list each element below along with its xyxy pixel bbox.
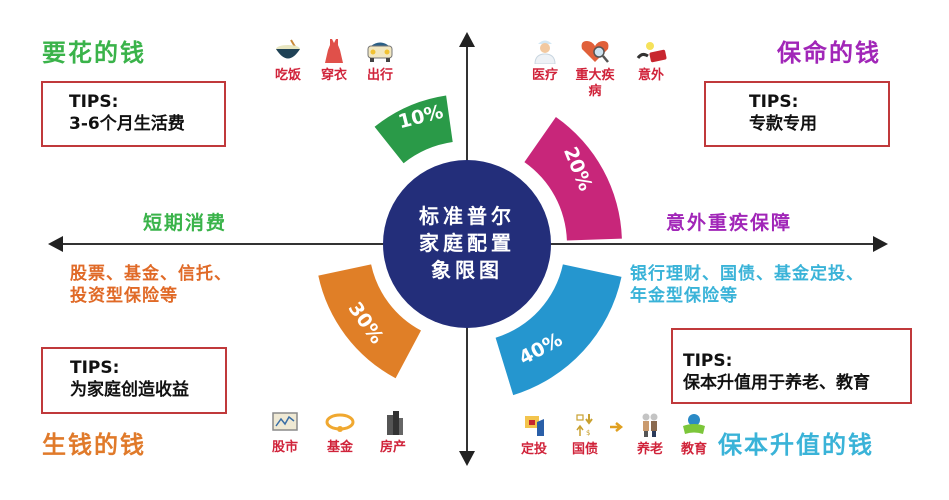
- icon-item-accident: 意外: [631, 38, 671, 84]
- segment-10-percent: [374, 95, 453, 164]
- description-growth: 股票、基金、信托、 投资型保险等: [70, 263, 232, 307]
- car-icon: [367, 42, 393, 62]
- fixed-investment-icon: [525, 416, 544, 436]
- center-title: 标准普尔 家庭配置 象限图: [383, 203, 551, 284]
- description-preservation: 银行理财、国债、基金定投、 年金型保险等: [630, 263, 864, 307]
- icon-item-clothing: 穿衣: [314, 38, 354, 84]
- icon-item-stock-market: 股市: [265, 410, 305, 456]
- tips-text: 为家庭创造收益: [70, 380, 189, 400]
- icon-item-real-estate: 房产: [373, 410, 413, 456]
- icon-item-fixed-investment: 定投: [514, 412, 554, 458]
- icon-item-fund: 基金: [320, 410, 360, 456]
- quadrant-title-spending: 要花的钱: [42, 39, 146, 67]
- elderly-couple-icon: [642, 413, 658, 437]
- tips-label: TIPS:: [69, 92, 119, 112]
- tips-text: 专款专用: [749, 114, 817, 134]
- stock-chart-icon: [272, 412, 298, 431]
- tips-box-growth: TIPS: 为家庭创造收益: [41, 347, 227, 414]
- fund-people-icon: [325, 413, 355, 432]
- description-line-1: 股票、基金、信托、: [70, 264, 232, 284]
- segment-30-percent: [318, 264, 421, 379]
- accident-icon: [636, 42, 667, 63]
- icon-item-retirement: 养老: [630, 412, 670, 458]
- arrow-right-icon: [873, 236, 888, 252]
- center-line-2: 家庭配置: [419, 231, 515, 255]
- education-icon: [683, 414, 705, 434]
- tips-label: TIPS:: [70, 358, 120, 378]
- building-icon: [387, 411, 403, 435]
- center-line-1: 标准普尔: [419, 204, 515, 228]
- treasury-bond-icon: $: [576, 414, 593, 437]
- doctor-icon: [534, 40, 556, 64]
- arrow-left-icon: [48, 236, 63, 252]
- segment-40-percent: [495, 264, 622, 396]
- description-line-1: 银行理财、国债、基金定投、: [630, 264, 864, 284]
- tips-label: TIPS:: [683, 351, 733, 371]
- tips-label: TIPS:: [749, 92, 799, 112]
- dress-icon: [325, 39, 343, 63]
- tips-text: 3-6个月生活费: [69, 114, 185, 134]
- arrow-down-icon: [459, 451, 475, 466]
- arrow-up-icon: [459, 32, 475, 47]
- description-line-2: 投资型保险等: [70, 286, 178, 306]
- icon-item-critical-illness: 重大疾病: [575, 38, 615, 100]
- heart-magnifier-icon: [581, 41, 609, 63]
- icon-item-eating: 吃饭: [268, 38, 308, 84]
- bowl-icon: [276, 39, 300, 59]
- svg-text:$: $: [586, 429, 590, 437]
- axis-label-protection: 意外重疾保障: [666, 212, 793, 234]
- icon-item-transport: 出行: [360, 38, 400, 84]
- icon-item-treasury-bond: $ 国债: [565, 412, 605, 458]
- tips-box-preservation: TIPS: 保本升值用于养老、教育: [671, 328, 912, 404]
- center-circle: [383, 160, 551, 328]
- tips-box-spending: TIPS: 3-6个月生活费: [41, 81, 226, 147]
- center-line-3: 象限图: [431, 258, 503, 282]
- quadrant-title-preservation: 保本升值的钱: [718, 431, 874, 459]
- description-line-2: 年金型保险等: [630, 286, 738, 306]
- quadrant-title-growth: 生钱的钱: [42, 431, 146, 459]
- tips-box-protection: TIPS: 专款专用: [704, 81, 890, 147]
- icon-item-education: 教育: [674, 412, 714, 458]
- quadrant-title-protection: 保命的钱: [777, 39, 881, 67]
- icon-item-medical: 医疗: [525, 38, 565, 84]
- tips-text: 保本升值用于养老、教育: [683, 373, 870, 393]
- segment-20-percent: [524, 117, 622, 241]
- axis-label-short-term: 短期消费: [143, 212, 228, 234]
- arrow-right-icon: [609, 418, 625, 432]
